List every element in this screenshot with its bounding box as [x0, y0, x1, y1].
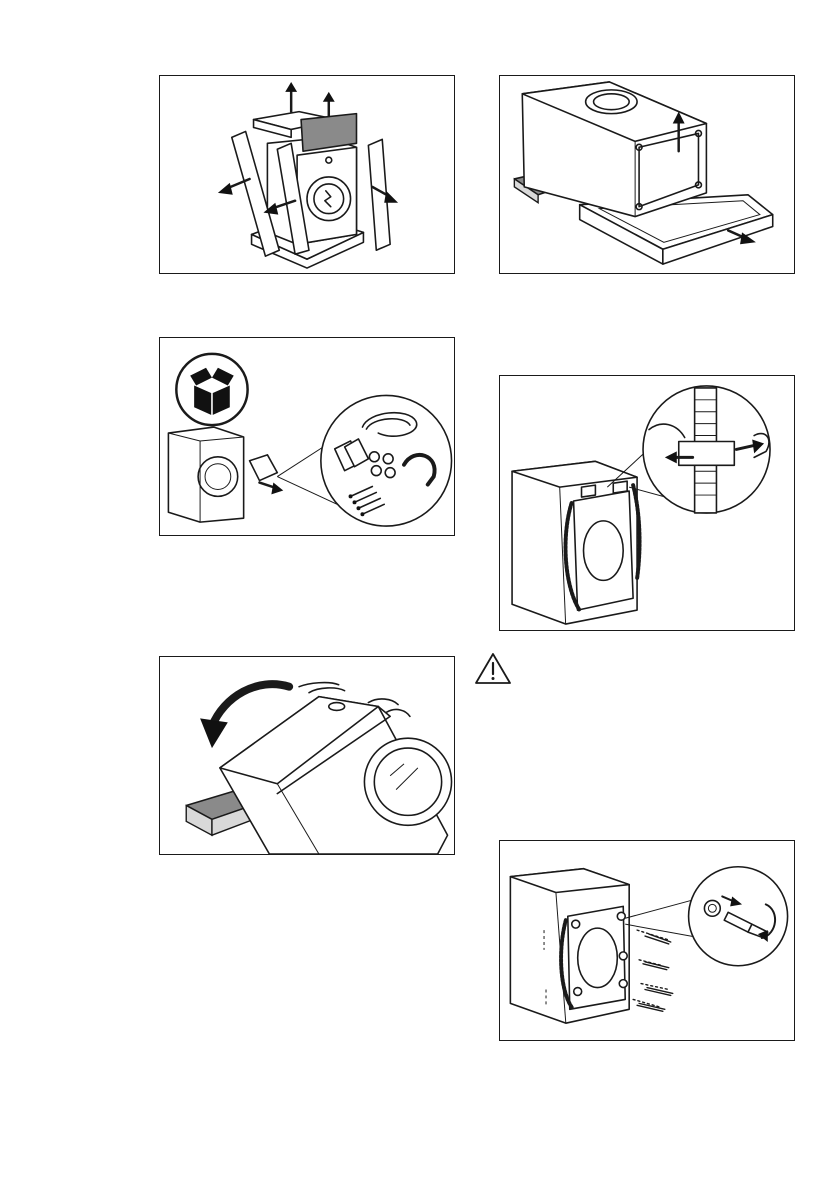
figure-unpack-accessories: [159, 337, 455, 536]
warning-triangle-icon: [474, 652, 512, 685]
transit-bolts-illustration: [500, 841, 794, 1040]
figure-tilt-appliance: [159, 656, 455, 855]
figure-remove-transit-bolts: [499, 840, 795, 1041]
figure-remove-hose-clamps: [499, 375, 795, 631]
arrow-right-icon: [384, 191, 398, 203]
figure-remove-polystyrene-base: [499, 75, 795, 274]
accessories-illustration: [160, 338, 454, 535]
tilt-appliance-illustration: [160, 657, 454, 854]
figure-remove-packaging: [159, 75, 455, 274]
arrow-left-icon: [218, 183, 233, 195]
hose-clamps-illustration: [500, 376, 794, 630]
arrow-up-icon: [323, 92, 335, 102]
polystyrene-base-illustration: [500, 76, 794, 273]
box-icon: [176, 354, 247, 425]
packaging-illustration: [160, 76, 454, 273]
arrow-up-icon: [285, 82, 297, 92]
curved-arrow-icon: [200, 718, 228, 748]
arrow-right-icon: [271, 483, 283, 495]
